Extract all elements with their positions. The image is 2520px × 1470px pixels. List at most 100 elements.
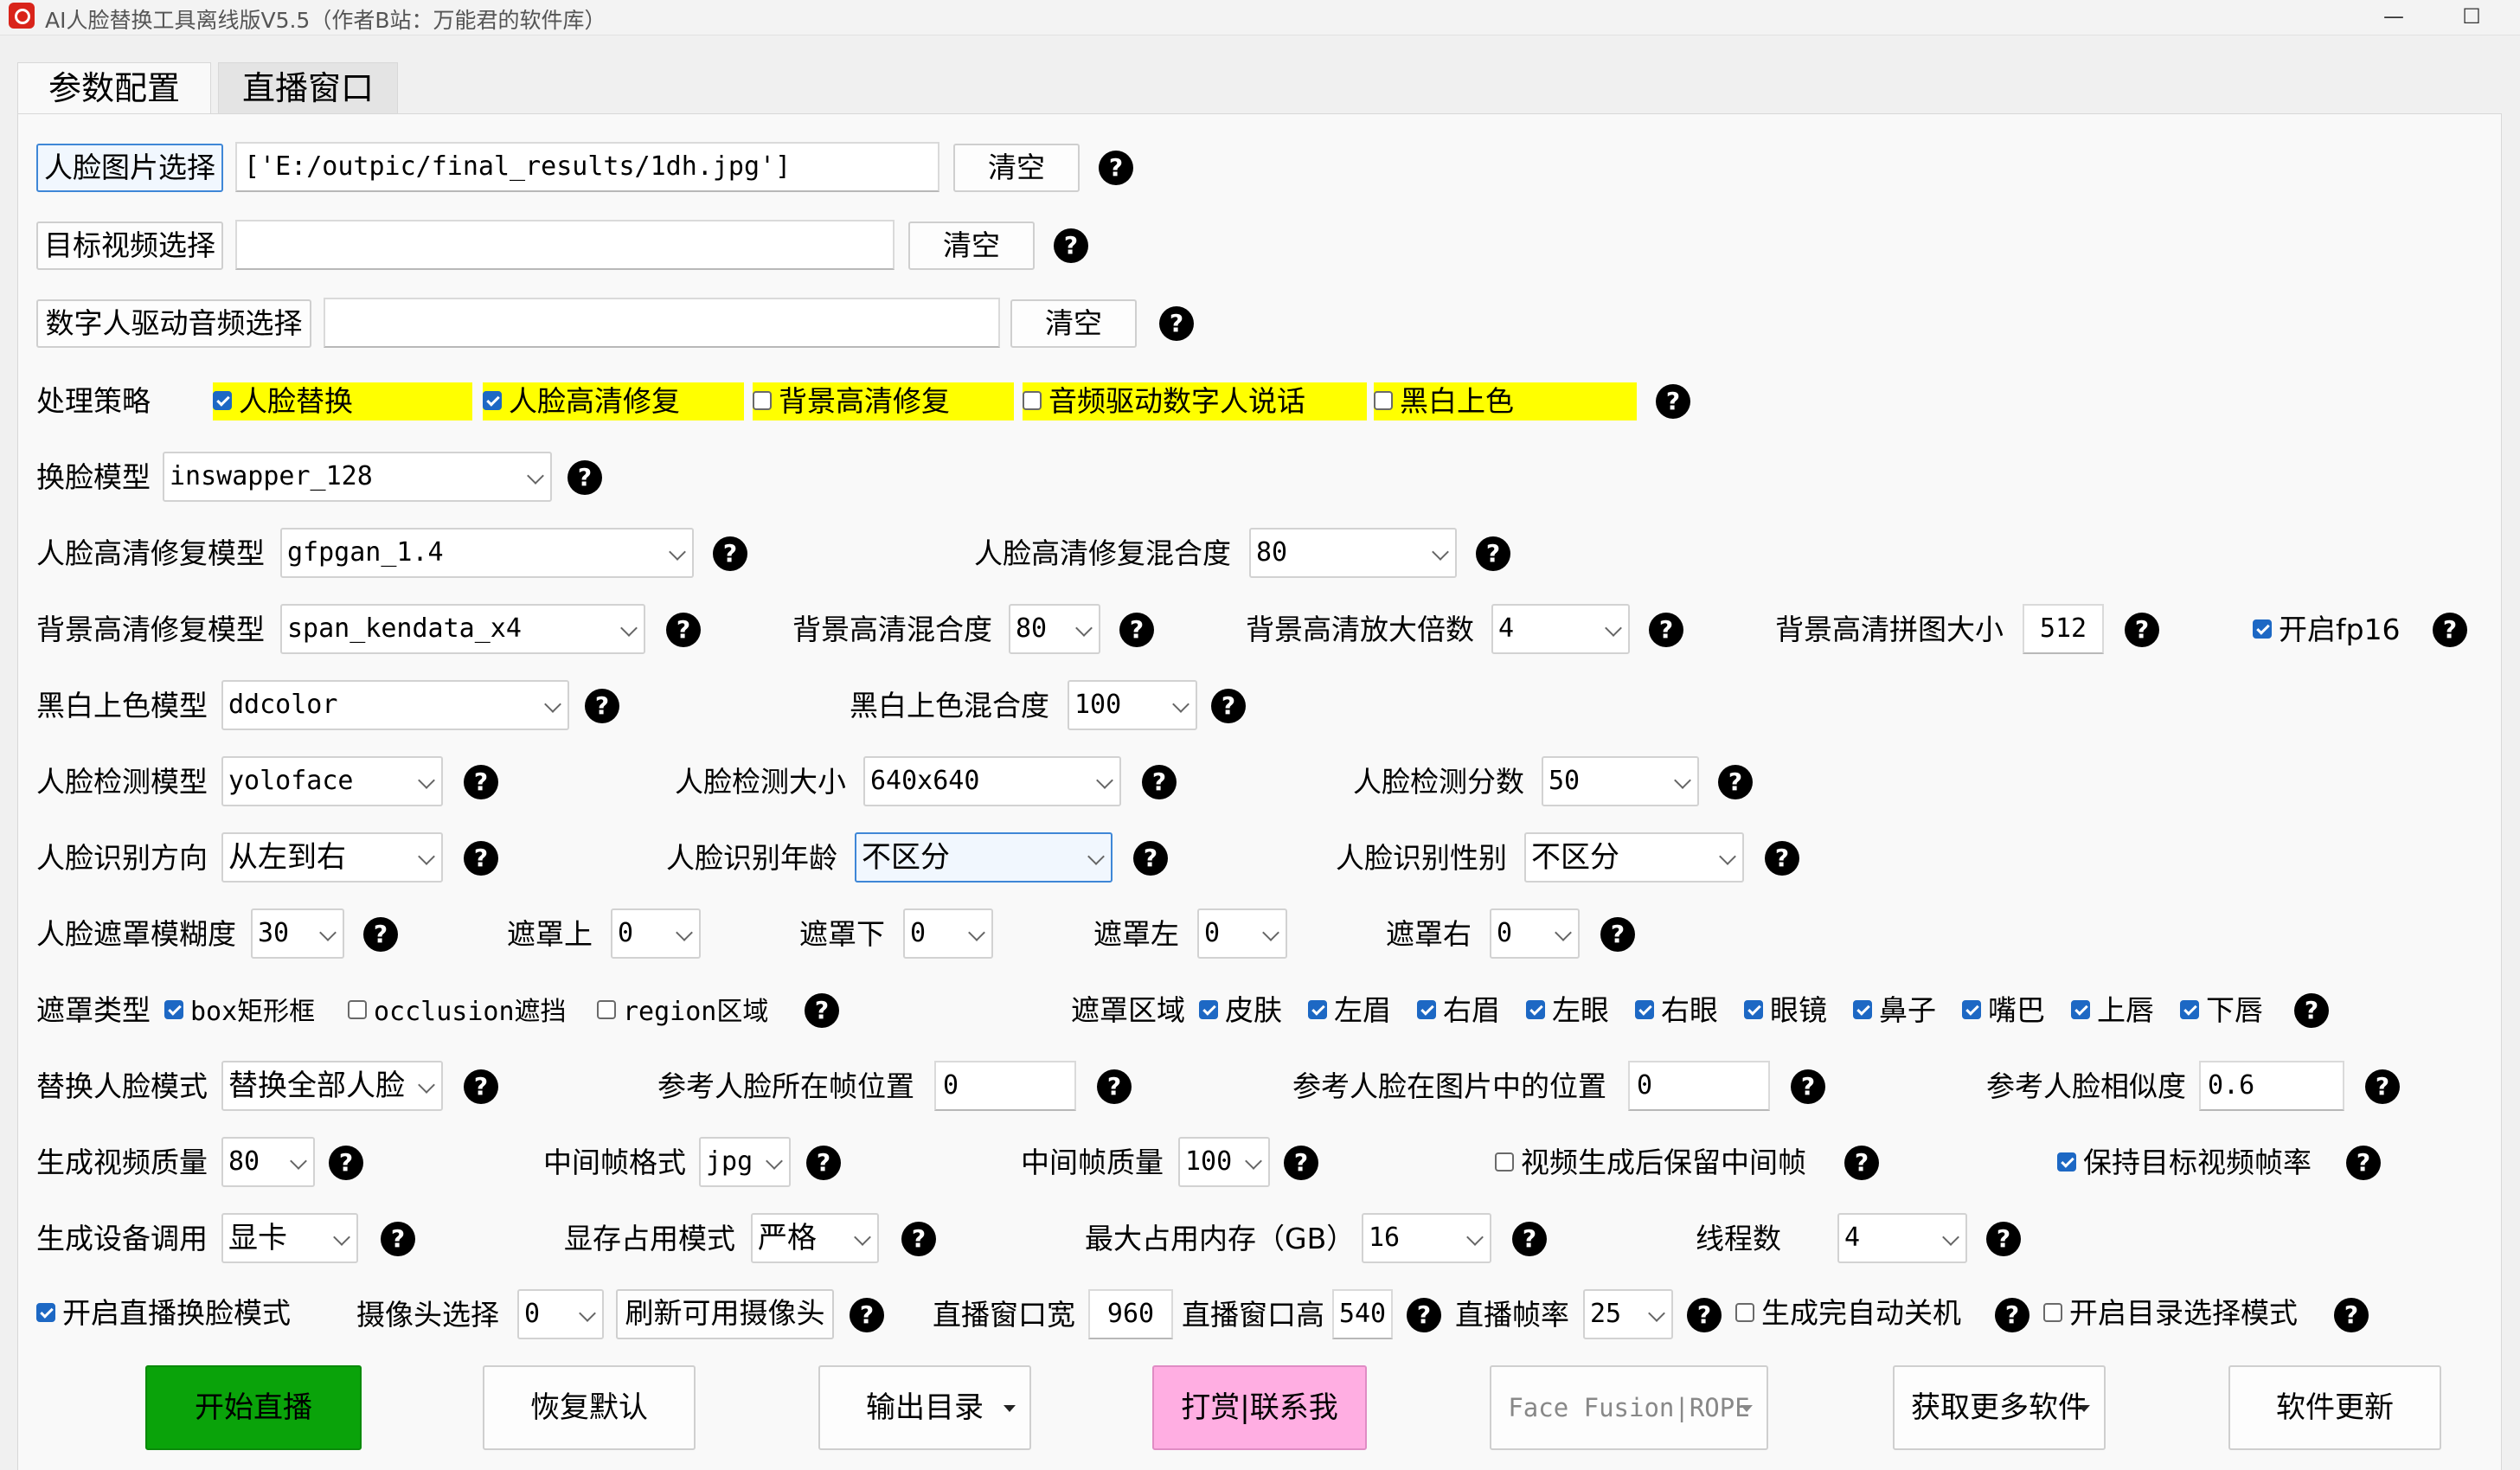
help-icon[interactable]: ? xyxy=(464,1069,498,1104)
help-icon[interactable]: ? xyxy=(850,1298,884,1332)
mask-type-region-checkbox[interactable]: region区域 xyxy=(597,992,768,1030)
help-icon[interactable]: ? xyxy=(1284,1146,1318,1180)
help-icon[interactable]: ? xyxy=(2294,993,2329,1028)
live-width-field[interactable]: 960 xyxy=(1088,1289,1173,1339)
help-icon[interactable]: ? xyxy=(1133,841,1168,876)
mask-bottom-select[interactable]: 0 xyxy=(903,908,993,959)
bg-model-select[interactable]: span_kendata_x4 xyxy=(280,604,645,654)
device-select[interactable]: 显卡 xyxy=(221,1213,358,1263)
audio-clear-button[interactable]: 清空 xyxy=(1010,299,1137,348)
tab-config[interactable]: 参数配置 xyxy=(17,62,211,113)
strategy-bg-enhance-checkbox[interactable]: 背景高清修复 xyxy=(753,382,1014,420)
help-icon[interactable]: ? xyxy=(2125,613,2159,647)
mask-region-skin-checkbox[interactable]: 皮肤 xyxy=(1199,992,1282,1030)
detect-score-select[interactable]: 50 xyxy=(1542,756,1699,806)
help-icon[interactable]: ? xyxy=(1054,228,1088,263)
mask-right-select[interactable]: 0 xyxy=(1490,908,1580,959)
live-height-field[interactable]: 540 xyxy=(1332,1289,1393,1339)
help-icon[interactable]: ? xyxy=(713,536,747,571)
max-mem-select[interactable]: 16 xyxy=(1362,1213,1491,1263)
help-icon[interactable]: ? xyxy=(1986,1222,2021,1256)
ref-pos-field[interactable]: 0 xyxy=(1628,1061,1770,1111)
face-image-clear-button[interactable]: 清空 xyxy=(953,144,1080,192)
engine-select-button[interactable]: Face Fusion|ROPE xyxy=(1490,1365,1768,1450)
help-icon[interactable]: ? xyxy=(1211,689,1246,723)
frame-quality-select[interactable]: 100 xyxy=(1178,1137,1270,1187)
video-quality-select[interactable]: 80 xyxy=(221,1137,315,1187)
help-icon[interactable]: ? xyxy=(2346,1146,2381,1180)
face-image-path-field[interactable]: ['E:/outpic/final_results/1dh.jpg'] xyxy=(235,142,939,192)
minimize-button[interactable]: — xyxy=(2383,4,2404,29)
mask-region-nose-checkbox[interactable]: 鼻子 xyxy=(1853,992,1936,1030)
mask-region-mouth-checkbox[interactable]: 嘴巴 xyxy=(1962,992,2045,1030)
mask-region-lower-lip-checkbox[interactable]: 下唇 xyxy=(2180,992,2263,1030)
face-enhance-model-select[interactable]: gfpgan_1.4 xyxy=(280,528,694,578)
help-icon[interactable]: ? xyxy=(329,1146,363,1180)
mask-region-right-brow-checkbox[interactable]: 右眉 xyxy=(1417,992,1500,1030)
help-icon[interactable]: ? xyxy=(1995,1298,2029,1332)
help-icon[interactable]: ? xyxy=(1600,917,1635,952)
mask-type-occlusion-checkbox[interactable]: occlusion遮挡 xyxy=(348,992,567,1030)
recog-direction-select[interactable]: 从左到右 xyxy=(221,832,443,883)
help-icon[interactable]: ? xyxy=(2433,613,2467,647)
help-icon[interactable]: ? xyxy=(464,841,498,876)
target-video-select-button[interactable]: 目标视频选择 xyxy=(36,221,223,270)
software-update-button[interactable]: 软件更新 xyxy=(2228,1365,2441,1450)
start-live-button[interactable]: 开始直播 xyxy=(145,1365,362,1450)
help-icon[interactable]: ? xyxy=(1142,765,1177,799)
help-icon[interactable]: ? xyxy=(1097,1069,1132,1104)
audio-path-field[interactable] xyxy=(324,298,1000,348)
restore-defaults-button[interactable]: 恢复默认 xyxy=(483,1365,696,1450)
mask-region-left-brow-checkbox[interactable]: 左眉 xyxy=(1308,992,1391,1030)
help-icon[interactable]: ? xyxy=(1119,613,1154,647)
strategy-face-swap-checkbox[interactable]: 人脸替换 xyxy=(213,382,472,420)
ref-frame-field[interactable]: 0 xyxy=(934,1061,1076,1111)
bg-blend-select[interactable]: 80 xyxy=(1009,604,1100,654)
fp16-checkbox[interactable]: 开启fp16 xyxy=(2253,611,2401,649)
auto-shutdown-checkbox[interactable]: 生成完自动关机 xyxy=(1735,1294,1961,1332)
strategy-colorize-checkbox[interactable]: 黑白上色 xyxy=(1374,382,1637,420)
help-icon[interactable]: ? xyxy=(805,993,839,1028)
help-icon[interactable]: ? xyxy=(1656,384,1690,419)
help-icon[interactable]: ? xyxy=(1687,1298,1722,1332)
help-icon[interactable]: ? xyxy=(1791,1069,1825,1104)
help-icon[interactable]: ? xyxy=(464,765,498,799)
help-icon[interactable]: ? xyxy=(2365,1069,2400,1104)
live-mode-checkbox[interactable]: 开启直播换脸模式 xyxy=(36,1294,291,1332)
mask-region-glasses-checkbox[interactable]: 眼镜 xyxy=(1744,992,1827,1030)
face-image-select-button[interactable]: 人脸图片选择 xyxy=(36,144,223,192)
help-icon[interactable]: ? xyxy=(1844,1146,1879,1180)
help-icon[interactable]: ? xyxy=(2334,1298,2369,1332)
help-icon[interactable]: ? xyxy=(585,689,619,723)
help-icon[interactable]: ? xyxy=(1476,536,1510,571)
detect-size-select[interactable]: 640x640 xyxy=(863,756,1121,806)
frame-format-select[interactable]: jpg xyxy=(699,1137,791,1187)
help-icon[interactable]: ? xyxy=(1099,151,1133,185)
help-icon[interactable]: ? xyxy=(806,1146,841,1180)
help-icon[interactable]: ? xyxy=(1159,306,1194,341)
output-dir-button[interactable]: 输出目录 xyxy=(818,1365,1031,1450)
help-icon[interactable]: ? xyxy=(1718,765,1753,799)
donate-contact-button[interactable]: 打赏|联系我 xyxy=(1152,1365,1367,1450)
help-icon[interactable]: ? xyxy=(1512,1222,1547,1256)
recog-age-select[interactable]: 不区分 xyxy=(855,832,1113,883)
help-icon[interactable]: ? xyxy=(1407,1298,1441,1332)
vram-mode-select[interactable]: 严格 xyxy=(751,1213,879,1263)
help-icon[interactable]: ? xyxy=(1649,613,1683,647)
bg-tile-field[interactable]: 512 xyxy=(2023,604,2104,654)
help-icon[interactable]: ? xyxy=(567,460,602,495)
strategy-audio-drive-checkbox[interactable]: 音频驱动数字人说话 xyxy=(1023,382,1367,420)
keep-frames-checkbox[interactable]: 视频生成后保留中间帧 xyxy=(1495,1144,1806,1182)
mask-region-upper-lip-checkbox[interactable]: 上唇 xyxy=(2071,992,2154,1030)
help-icon[interactable]: ? xyxy=(1765,841,1799,876)
mask-region-left-eye-checkbox[interactable]: 左眼 xyxy=(1526,992,1609,1030)
bg-scale-select[interactable]: 4 xyxy=(1491,604,1630,654)
more-software-button[interactable]: 获取更多软件 xyxy=(1893,1365,2106,1450)
replace-mode-select[interactable]: 替换全部人脸 xyxy=(221,1061,443,1111)
recog-gender-select[interactable]: 不区分 xyxy=(1524,832,1744,883)
ref-sim-field[interactable]: 0.6 xyxy=(2199,1061,2344,1111)
help-icon[interactable]: ? xyxy=(363,917,398,952)
swap-model-select[interactable]: inswapper_128 xyxy=(163,452,552,502)
target-video-clear-button[interactable]: 清空 xyxy=(908,221,1035,270)
help-icon[interactable]: ? xyxy=(666,613,701,647)
